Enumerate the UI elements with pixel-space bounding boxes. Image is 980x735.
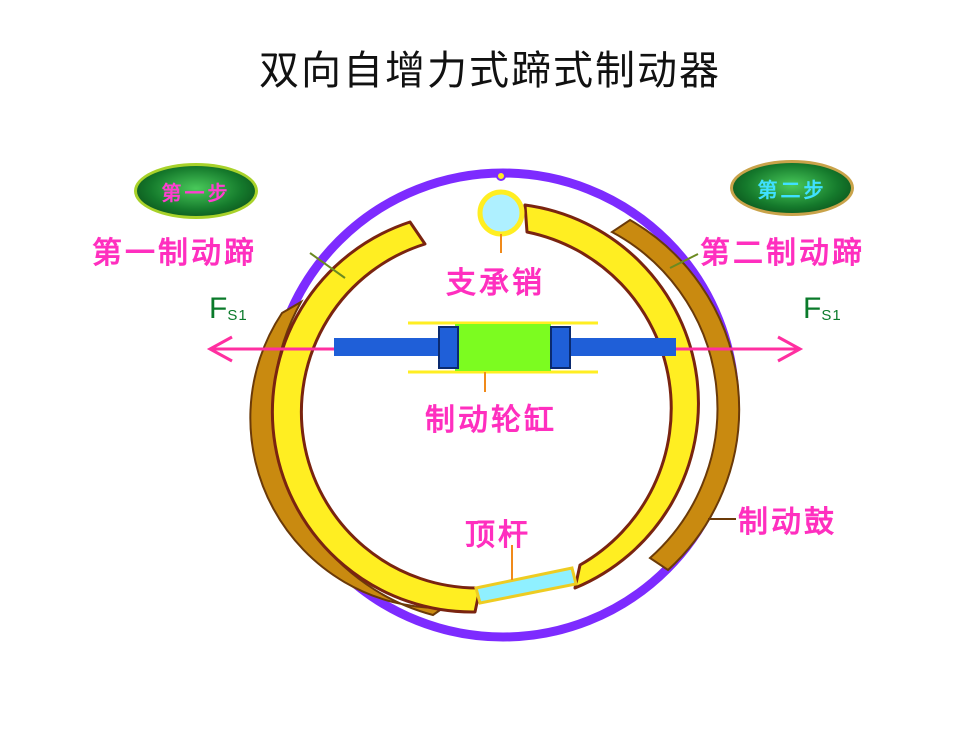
- push-rod: [474, 566, 578, 605]
- force-symbol-left: F: [209, 292, 228, 325]
- label-second-brake-shoe: 第二制动蹄: [700, 236, 865, 271]
- piston-rod-right: [570, 338, 676, 356]
- step-two-badge: 第二步: [730, 160, 854, 216]
- shoe-first: [270, 220, 482, 614]
- piston-rod-left: [334, 338, 440, 356]
- step-one-badge: 第一步: [134, 163, 258, 219]
- anchor-pin: [477, 189, 525, 237]
- drum-top-marker: [496, 171, 506, 181]
- piston-left: [438, 326, 459, 369]
- lining-right: [610, 218, 741, 572]
- label-push-rod: 顶杆: [465, 518, 531, 553]
- label-first-brake-shoe: 第一制动蹄: [92, 236, 257, 271]
- leader-shoe-first: [309, 252, 346, 279]
- force-arrowhead-right: [777, 335, 804, 363]
- force-label-left: FS1: [209, 292, 248, 326]
- leader-shoe-second: [669, 253, 699, 269]
- force-subscript-right: S1: [821, 307, 842, 324]
- shoe-second: [523, 203, 700, 590]
- force-subscript-left: S1: [227, 307, 248, 324]
- wheel-cylinder: [455, 324, 551, 371]
- piston-right: [550, 326, 571, 369]
- force-symbol-right: F: [803, 292, 822, 325]
- force-arrowhead-left: [206, 335, 233, 363]
- slide-title: 双向自增力式蹄式制动器: [259, 48, 721, 94]
- label-wheel-cylinder: 制动轮缸: [425, 403, 557, 438]
- label-anchor-pin: 支承销: [446, 266, 545, 301]
- force-label-right: FS1: [803, 292, 842, 326]
- label-brake-drum: 制动鼓: [738, 505, 837, 540]
